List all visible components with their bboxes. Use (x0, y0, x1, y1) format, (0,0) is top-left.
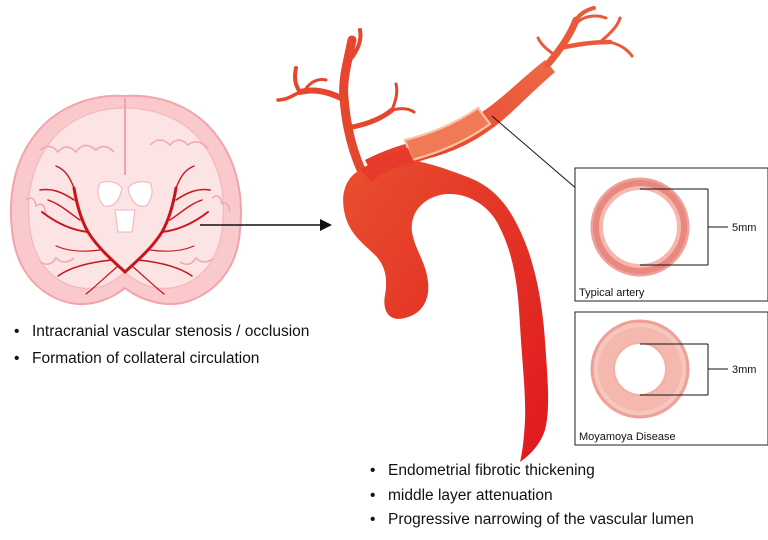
typical-artery-caption: Typical artery (579, 287, 645, 299)
artery-illustration (276, 6, 634, 462)
moyamoya-artery-lumen (613, 342, 667, 396)
zoom-connector-line (491, 115, 579, 191)
typical-artery-lumen (601, 188, 679, 266)
right-bullet-item: Endometrial fibrotic thickening (366, 463, 694, 479)
left-bullet-item: Formation of collateral circulation (10, 350, 309, 367)
right-bullet-item: middle layer attenuation (366, 487, 694, 504)
brain-section-illustration (9, 94, 242, 305)
moyamoya-dimension-label: 3mm (732, 364, 756, 376)
moyamoya-box: 3mm Moyamoya Disease (574, 311, 768, 446)
right-bullet-item: Progressive narrowing of the vascular lu… (366, 512, 694, 528)
moyamoya-caption: Moyamoya Disease (579, 431, 676, 443)
pointer-arrow (200, 219, 332, 231)
typical-artery-box: 5mm Typical artery (574, 167, 768, 302)
left-bullet-item: Intracranial vascular stenosis / occlusi… (10, 324, 309, 340)
typical-dimension-label: 5mm (732, 222, 756, 234)
right-bullet-list: Endometrial fibrotic thickening middle l… (366, 463, 694, 537)
left-bullet-list: Intracranial vascular stenosis / occlusi… (10, 324, 309, 377)
